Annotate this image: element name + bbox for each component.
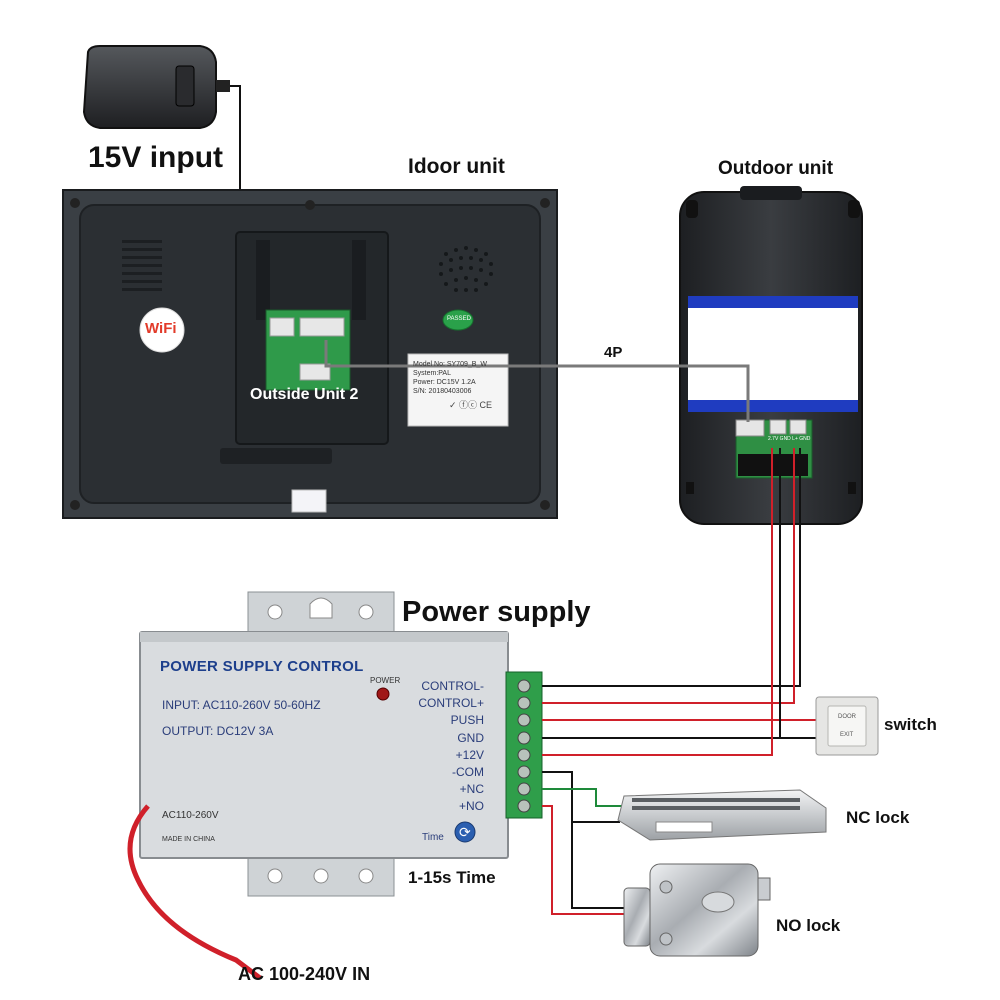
nc-lock-body <box>617 789 827 841</box>
label-time-range: 1-15s Time <box>408 868 496 887</box>
terminal-label-control-minus: CONTROL- <box>421 679 484 693</box>
passed-sticker: PASSED <box>447 316 471 322</box>
label-power-supply: Power supply <box>402 596 591 628</box>
psu-time-knob-icon[interactable]: ⟳ <box>459 824 471 840</box>
wire-nc <box>542 788 624 807</box>
label-switch: switch <box>884 715 937 734</box>
cable-4p <box>324 340 750 422</box>
no-lock-body <box>623 863 771 957</box>
indoor-monitor-body <box>62 189 558 519</box>
psu-time-label: Time <box>422 832 444 843</box>
psu-title: POWER SUPPLY CONTROL <box>160 658 364 675</box>
terminal-label-push: PUSH <box>450 713 484 728</box>
psu-made-in: MADE IN CHINA <box>162 836 215 843</box>
power-line: Power: DC15V 1.2A <box>413 379 476 386</box>
exit-button-door-text: DOOR <box>838 714 856 720</box>
psu-ac-label: AC110-260V <box>162 810 219 821</box>
label-ac-in: AC 100-240V IN <box>238 964 371 984</box>
label-indoor-unit: Idoor unit <box>408 155 505 178</box>
cert-marks: ✓ ⓕⓒ CE <box>449 400 493 410</box>
label-outside-unit-2: Outside Unit 2 <box>250 386 359 403</box>
psu-input-spec: INPUT: AC110-260V 50-60HZ <box>162 698 321 712</box>
system-line: System:PAL <box>413 370 451 377</box>
wire-control-minus <box>542 448 801 687</box>
terminal-label-12v: +12V <box>455 747 484 762</box>
outdoor-connector-labels: 2.7V GND L+ GND <box>768 436 811 442</box>
wire-control-plus <box>542 448 795 704</box>
psu-terminal-labels: CONTROL- CONTROL+ PUSH GND +12V -COM +NC… <box>400 678 484 816</box>
wifi-logo-icon: WiFi <box>145 320 177 337</box>
label-15v-input: 15V input <box>88 141 224 174</box>
psu-output-spec: OUTPUT: DC12V 3A <box>162 724 274 738</box>
terminal-label-gnd: GND <box>457 730 484 745</box>
psu-body <box>139 631 543 859</box>
label-no-lock: NO lock <box>776 916 841 935</box>
ac-input-cable <box>127 804 262 980</box>
wire-12v <box>542 448 773 756</box>
label-nc-lock: NC lock <box>846 808 910 827</box>
exit-button-exit-text: EXIT <box>840 732 854 738</box>
exit-button-body <box>815 696 879 756</box>
terminal-label-com: -COM <box>452 765 484 780</box>
wire-com <box>542 771 636 909</box>
model-line: Model No: SY709_B_W <box>413 361 487 368</box>
terminal-label-no: +NO <box>458 799 484 814</box>
label-outdoor-unit: Outdoor unit <box>718 158 834 179</box>
psu-power-led-label: POWER <box>370 676 401 685</box>
serial-line: S/N: 20180403006 <box>413 388 472 395</box>
model-label: Model No: SY709_B_W System:PAL Power: DC… <box>413 360 492 410</box>
power-adapter <box>82 45 230 129</box>
terminal-label-control-plus: CONTROL+ <box>418 696 484 711</box>
wire-no <box>542 805 636 915</box>
outdoor-unit-body <box>679 186 863 525</box>
label-4p: 4P <box>604 344 623 361</box>
terminal-label-nc: +NC <box>459 782 484 797</box>
